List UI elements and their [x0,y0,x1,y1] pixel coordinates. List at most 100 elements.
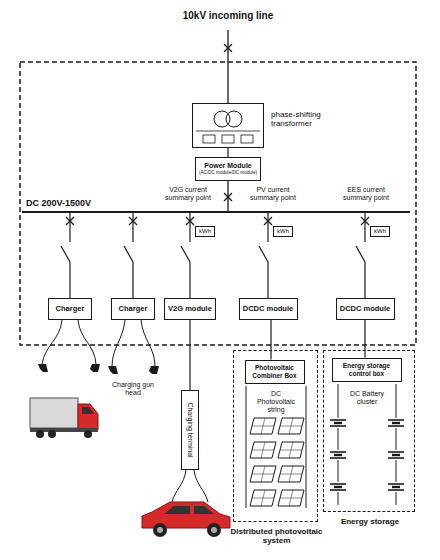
switch-blade [181,246,190,262]
pv-panel [250,466,276,482]
annotation-label: Charging gun head [104,381,162,397]
annotation-label: DC Battery cluster [343,390,391,406]
battery-plate [330,451,346,453]
battery-plate [330,425,346,427]
charging-cable [78,320,96,364]
station-boundary [20,62,416,345]
module-box: kWh [370,226,390,237]
breaker-mark [129,217,137,225]
module-box: Charging terminal [181,390,199,470]
truck-cab [78,404,98,430]
battery-plate [330,457,346,459]
box-label: Charger [56,305,85,314]
transformer-label: phase-shifting transformer [271,110,335,128]
pv-wire [246,386,247,508]
battery-plate [334,422,342,424]
module-box: kWh [273,226,293,237]
branch-line [69,212,70,242]
connector-line [227,148,228,157]
pv-panel-grid [289,442,293,458]
module-box: Photovoltaic Combiner Box [245,360,305,384]
battery-plate [330,419,346,421]
car-hub [157,527,163,533]
pv-panel [278,466,304,482]
box-label: Photovoltaic Combiner Box [249,364,301,379]
truck-trailer [30,398,78,428]
module-box: Energy storage control box [332,358,402,382]
truck-wheel [36,430,44,438]
transformer-cell [203,135,215,143]
box-label: DCDC module [340,305,390,314]
breaker-mark [264,217,272,225]
module-box: kWh [195,226,215,237]
pv-panel-grid [261,490,265,506]
switch-blade [259,246,268,262]
battery-plate [388,425,404,427]
annotation-label: V2G current summary point [163,186,213,202]
breaker-mark [361,217,369,225]
branch-line [364,212,365,242]
breaker-mark [224,44,232,52]
battery-plate [392,486,400,488]
box-label: kWh [277,228,289,235]
breaker-mark [224,193,232,201]
battery-gap [387,418,405,428]
breaker-mark [66,217,74,225]
switch-blade [356,246,365,262]
battery-gap [387,450,405,460]
gun-head [38,364,48,372]
charging-cable [141,320,155,366]
battery-plate [388,489,404,491]
transformer-winding [214,111,230,127]
pv-panel-grid [261,418,265,434]
pv-wire [306,386,307,508]
breaker-mark [361,217,369,225]
battery-gap [329,418,347,428]
gun-head [90,364,100,372]
battery-plate [330,489,346,491]
pv-panel [250,490,276,506]
annotation-label: 10kV incoming line [168,10,288,22]
breaker-mark [186,217,194,225]
pv-panel-grid [261,466,265,482]
gun-head [108,366,118,374]
battery-plate [392,454,400,456]
branch-line [267,262,268,298]
module-box: Power Module(AC/DC module/DC module) [195,157,261,181]
branch-line [189,212,190,242]
incoming-line [227,30,228,103]
box-label: Energy storage control box [336,362,398,377]
pv-panel [278,490,304,506]
gun-head [149,366,159,374]
pv-panel-grid [289,490,293,506]
box-sublabel: (AC/DC module/DC module) [199,170,257,175]
car-window [164,506,214,514]
branch-line [267,212,268,242]
breaker-mark [264,217,272,225]
car-wheel [207,523,221,537]
group-caption: Energy storage [324,517,416,526]
annotation-label: PV current summary point [248,186,298,202]
module-box: Charger [48,298,92,320]
battery-plate [330,483,346,485]
breaker-mark [224,44,232,52]
charging-cable [172,470,186,502]
breaker-mark [66,217,74,225]
connector-line [364,320,365,358]
connector-line [270,320,271,360]
group-region: Distributed photovoltaic systemPhotovolt… [233,350,318,522]
annotation-label: EES current summary point [339,186,393,202]
pv-panel-grid [261,442,265,458]
annotation-label: DC Photovoltaic string [251,390,301,414]
group-region: Energy storageEnergy storage control box [323,350,415,512]
battery-plate [388,483,404,485]
box-label: kWh [199,228,211,235]
battery-plate [388,419,404,421]
charging-cable [112,320,125,366]
pv-panel [250,442,276,458]
truck-window [82,407,94,414]
transformer-box: phase-shifting transformer [192,103,264,148]
